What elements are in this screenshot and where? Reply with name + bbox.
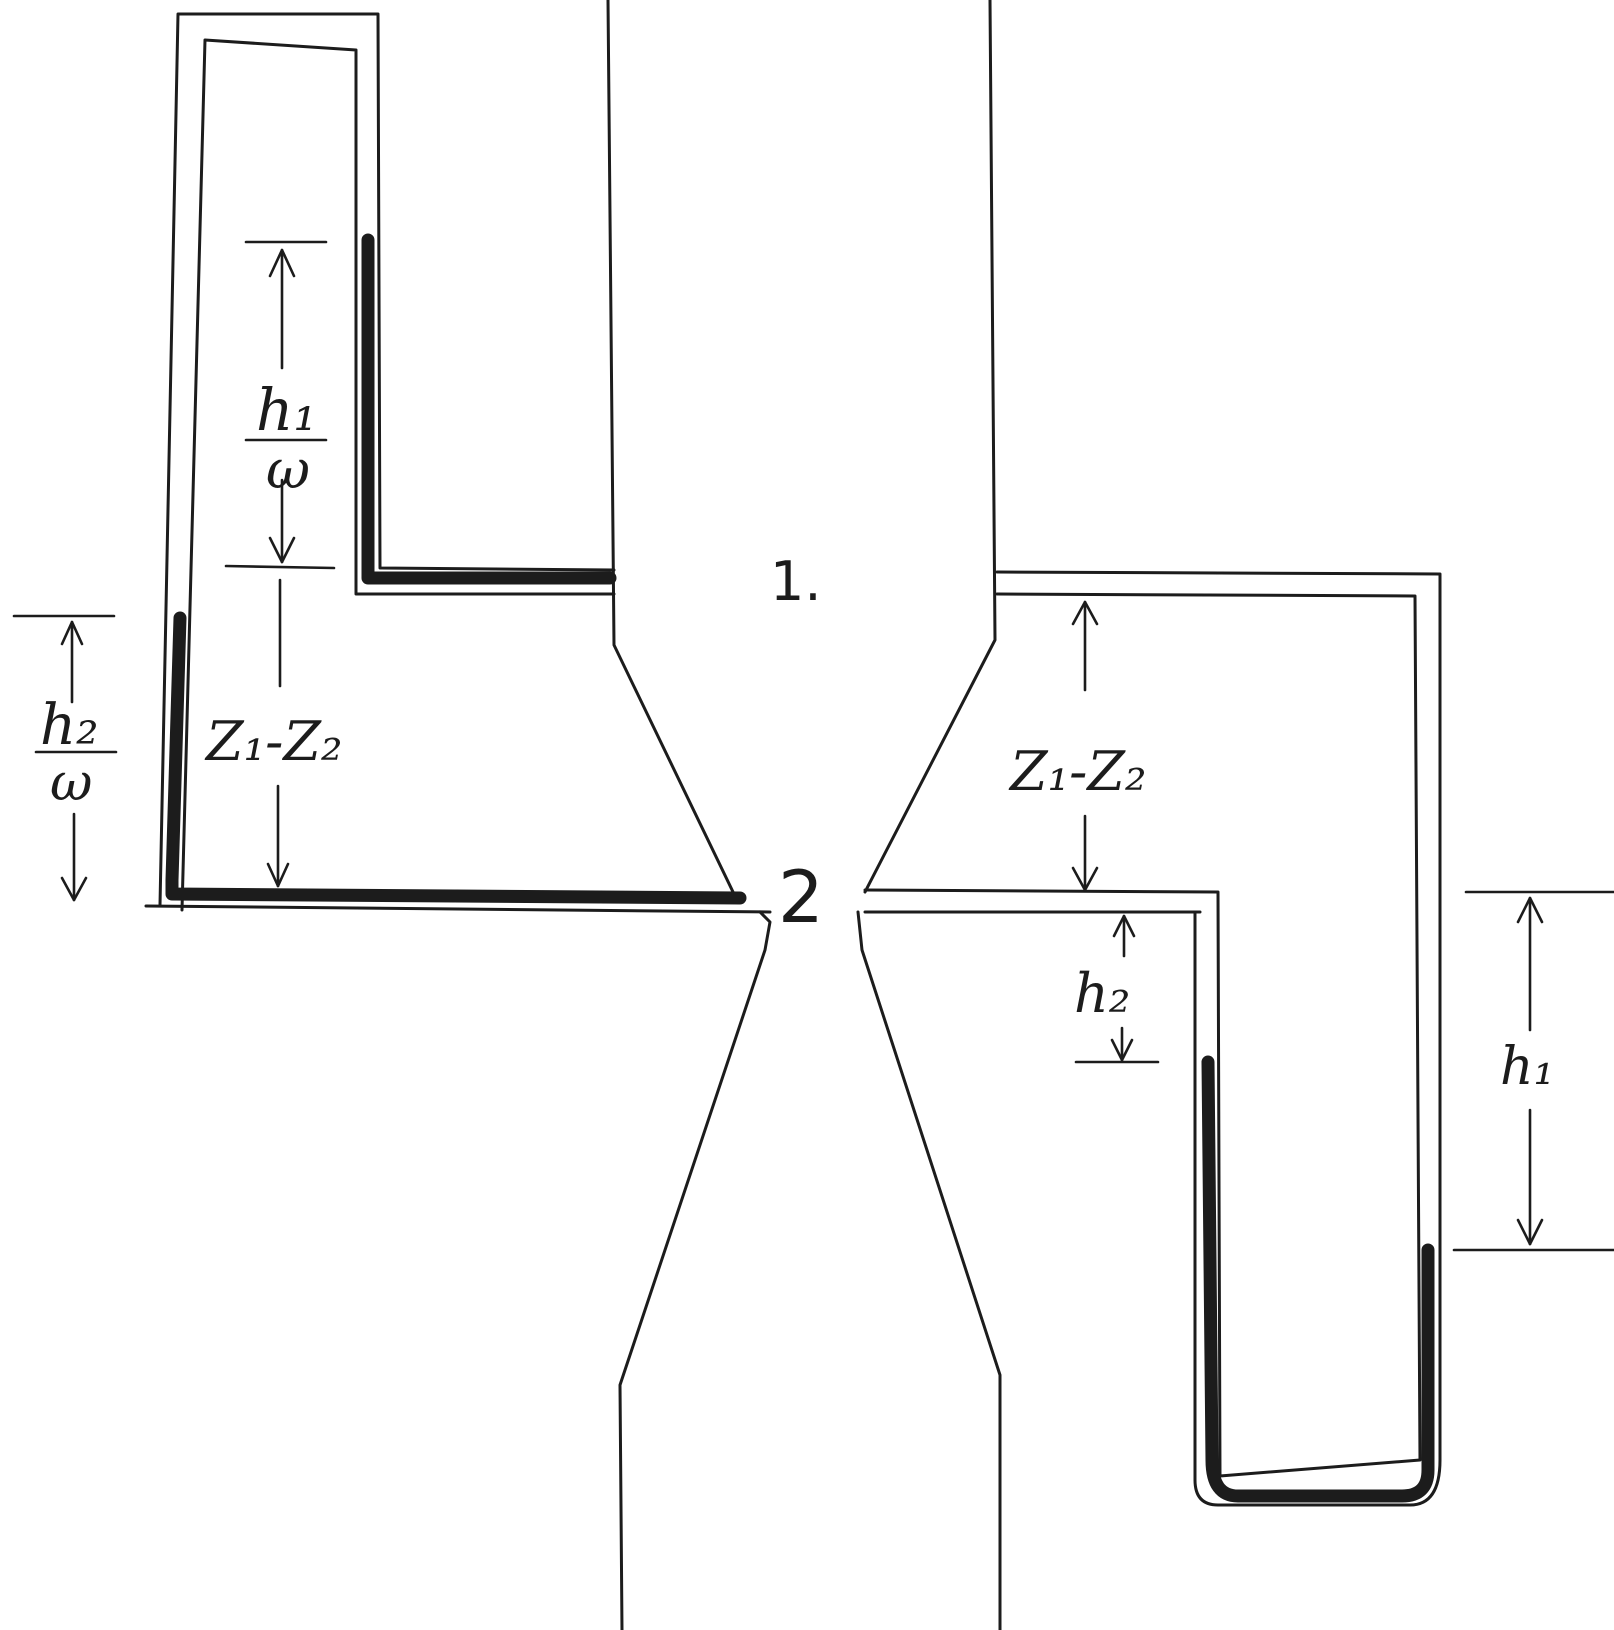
right-z-difference-label: Z₁-Z₂ — [1008, 740, 1147, 803]
left-h2-denominator: ω — [50, 753, 92, 813]
left-fluid-column-1 — [361, 233, 617, 585]
right-h2-label: h₂ — [1074, 962, 1130, 1025]
diagram-labels: 1. 2 h₁ ω Z₁-Z₂ h₂ ω Z₁-Z₂ h₂ h₁ — [40, 376, 1554, 1097]
throat-wall-left — [618, 910, 772, 1630]
dim-right-h2-arrow-down — [1110, 1038, 1134, 1062]
pipe-wall-upper-right — [863, 0, 997, 894]
dimension-lines — [12, 240, 1614, 1252]
dim-right-h1-arrow-down — [1516, 1218, 1544, 1246]
right-tube-outer — [995, 570, 1442, 1507]
dim-left-h1-arrow-down — [268, 536, 296, 564]
dim-right-z-arrow-down — [1071, 866, 1099, 892]
dim-right-z-arrow-up — [1071, 600, 1099, 626]
right-manometer — [863, 570, 1442, 1507]
throat-tap-left — [144, 904, 772, 914]
dim-left-h2-arrow-up — [60, 620, 84, 646]
throat-wall-right — [856, 910, 1002, 1630]
dim-left-h2-arrow-down — [60, 876, 88, 902]
left-tube-inner — [158, 12, 616, 907]
dim-left-h1-arrow-up — [268, 248, 296, 278]
section-1-label: 1. — [770, 550, 822, 613]
left-tube-outer — [180, 38, 616, 912]
pipe-wall-upper-left — [606, 0, 736, 896]
dim-left-z-arrow-down — [266, 862, 290, 888]
dim-left-h1-bottom-tick — [224, 564, 336, 570]
left-z-difference-label: Z₁-Z₂ — [204, 710, 343, 773]
venturi-pipe — [144, 0, 1202, 1630]
left-manometer — [158, 12, 747, 912]
left-fluid-column-2 — [165, 611, 747, 905]
left-h1-numerator: h₁ — [256, 376, 317, 444]
section-2-label: 2 — [778, 855, 824, 939]
right-h1-label: h₁ — [1500, 1037, 1554, 1097]
left-h2-numerator: h₂ — [40, 693, 99, 758]
right-tube-inner — [863, 592, 1422, 1478]
left-h1-denominator: ω — [266, 438, 310, 501]
right-fluid-column — [1201, 1055, 1435, 1503]
dim-right-h1-arrow-up — [1516, 896, 1544, 924]
dim-right-h2-arrow-up — [1112, 914, 1136, 938]
